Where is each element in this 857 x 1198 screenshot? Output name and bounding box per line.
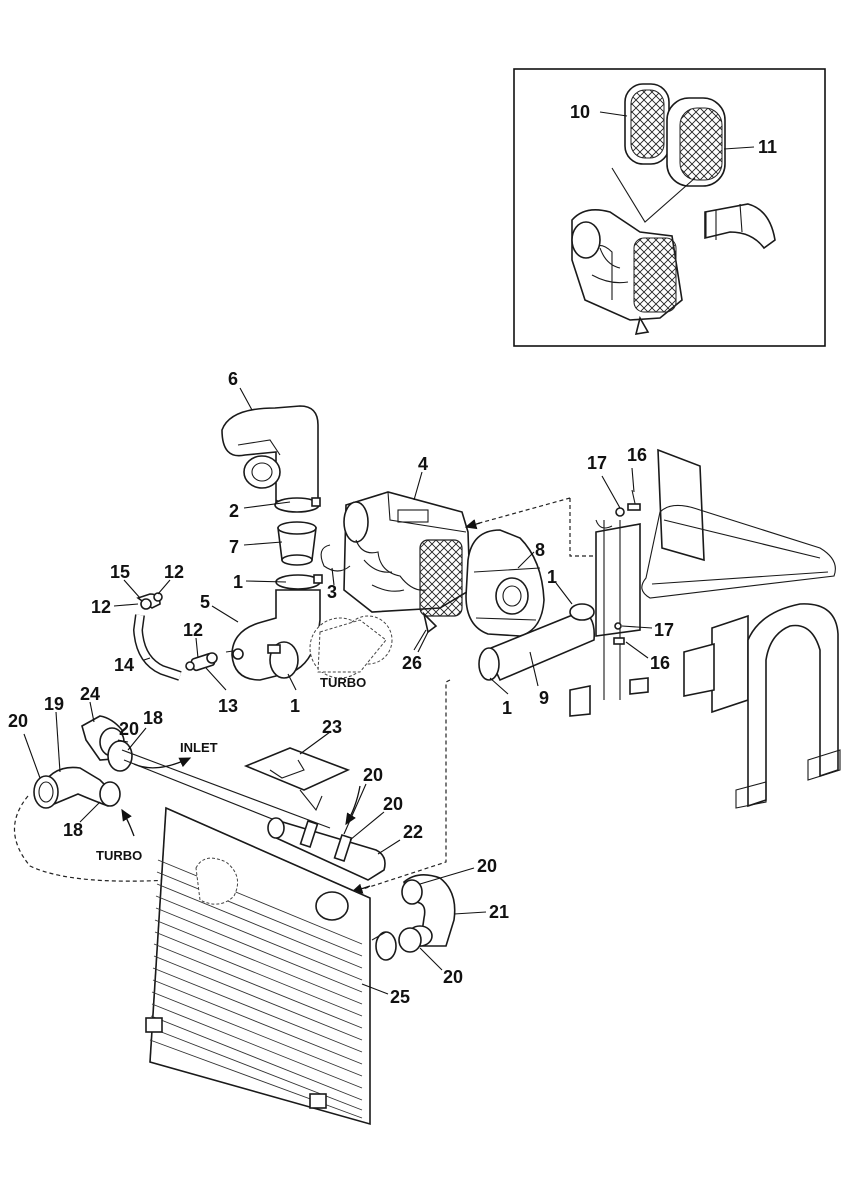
callout-11: 11 — [758, 137, 777, 157]
callout-7: 7 — [229, 537, 239, 557]
callout-16-top: 16 — [627, 445, 647, 465]
charge-air-cooler — [145, 806, 397, 1126]
filter-inset — [513, 68, 826, 347]
hose-fitting — [185, 652, 218, 672]
cleaner-routing — [475, 497, 596, 557]
air-cleaner-housing — [343, 491, 471, 634]
turbo-arrow — [121, 808, 135, 837]
callout-20-b: 20 — [8, 711, 28, 731]
primary-filter-element — [624, 83, 670, 165]
mounting-bracket — [569, 519, 649, 717]
callout-4: 4 — [418, 454, 428, 474]
clamp-20-lower — [398, 927, 422, 953]
callout-17-top: 17 — [587, 453, 607, 473]
callout-18-b: 18 — [63, 820, 83, 840]
callout-10: 10 — [570, 102, 590, 122]
callout-8: 8 — [535, 540, 545, 560]
turbo-routing — [13, 795, 245, 882]
intake-duct — [478, 603, 596, 682]
callout-9: 9 — [539, 688, 549, 708]
callout-25: 25 — [390, 987, 410, 1007]
tube-bracket — [243, 747, 351, 812]
turbocharger-outline — [309, 615, 393, 679]
cac-tube-22 — [267, 817, 386, 881]
callout-group: 10 11 6 4 16 17 2 7 8 15 12 12 1 3 1 5 1… — [8, 102, 777, 1007]
leader-lines — [23, 387, 653, 995]
callout-15: 15 — [110, 562, 130, 582]
turbo-label-bottom: TURBO — [96, 848, 142, 863]
callout-20-c: 20 — [363, 765, 383, 785]
callout-20-a: 20 — [119, 719, 139, 739]
callout-23: 23 — [322, 717, 342, 737]
intake-elbow — [225, 589, 321, 681]
secondary-filter-element — [666, 97, 726, 187]
clamp-18-upper — [107, 740, 133, 772]
pre-cleaner-elbow — [221, 405, 319, 507]
cac-hose-19 — [33, 766, 121, 809]
callout-3: 3 — [327, 582, 337, 602]
callout-20-d: 20 — [383, 794, 403, 814]
callout-20-f: 20 — [443, 967, 463, 987]
callout-24: 24 — [80, 684, 100, 704]
support-frame — [641, 448, 841, 809]
callout-6: 6 — [228, 369, 238, 389]
callout-19: 19 — [44, 694, 64, 714]
inset-air-cleaner-housing — [571, 209, 683, 335]
mounting-band — [320, 544, 351, 572]
callout-1-a: 1 — [233, 572, 243, 592]
callout-18-a: 18 — [143, 708, 163, 728]
callout-21: 21 — [489, 902, 509, 922]
callout-20-e: 20 — [477, 856, 497, 876]
callout-12-b: 12 — [91, 597, 111, 617]
clamp-2 — [274, 497, 321, 513]
callout-14: 14 — [114, 655, 134, 675]
callout-2: 2 — [229, 501, 239, 521]
adapter-7 — [277, 521, 317, 566]
inlet-label: INLET — [180, 740, 218, 755]
tee-fitting — [136, 592, 163, 610]
cooler-fins — [149, 859, 363, 1119]
end-cover — [465, 529, 545, 637]
callout-1-c: 1 — [290, 696, 300, 716]
callout-12-a: 12 — [164, 562, 184, 582]
turbo-label-top: TURBO — [320, 675, 366, 690]
bolt-16-top — [627, 489, 641, 511]
callout-13: 13 — [218, 696, 238, 716]
bracket-arrow — [345, 785, 361, 826]
callout-26: 26 — [402, 653, 422, 673]
callout-1-b: 1 — [547, 567, 557, 587]
callout-5: 5 — [200, 592, 210, 612]
callout-1-d: 1 — [502, 698, 512, 718]
inset-end-cap — [704, 203, 776, 250]
callout-12-c: 12 — [183, 620, 203, 640]
duct-routing — [359, 679, 451, 891]
callout-17-bottom: 17 — [654, 620, 674, 640]
callout-22: 22 — [403, 822, 423, 842]
fasteners-bottom — [613, 622, 625, 645]
inlet-arrow — [133, 757, 192, 769]
nut-17-top — [615, 507, 625, 517]
callout-16-bottom: 16 — [650, 653, 670, 673]
